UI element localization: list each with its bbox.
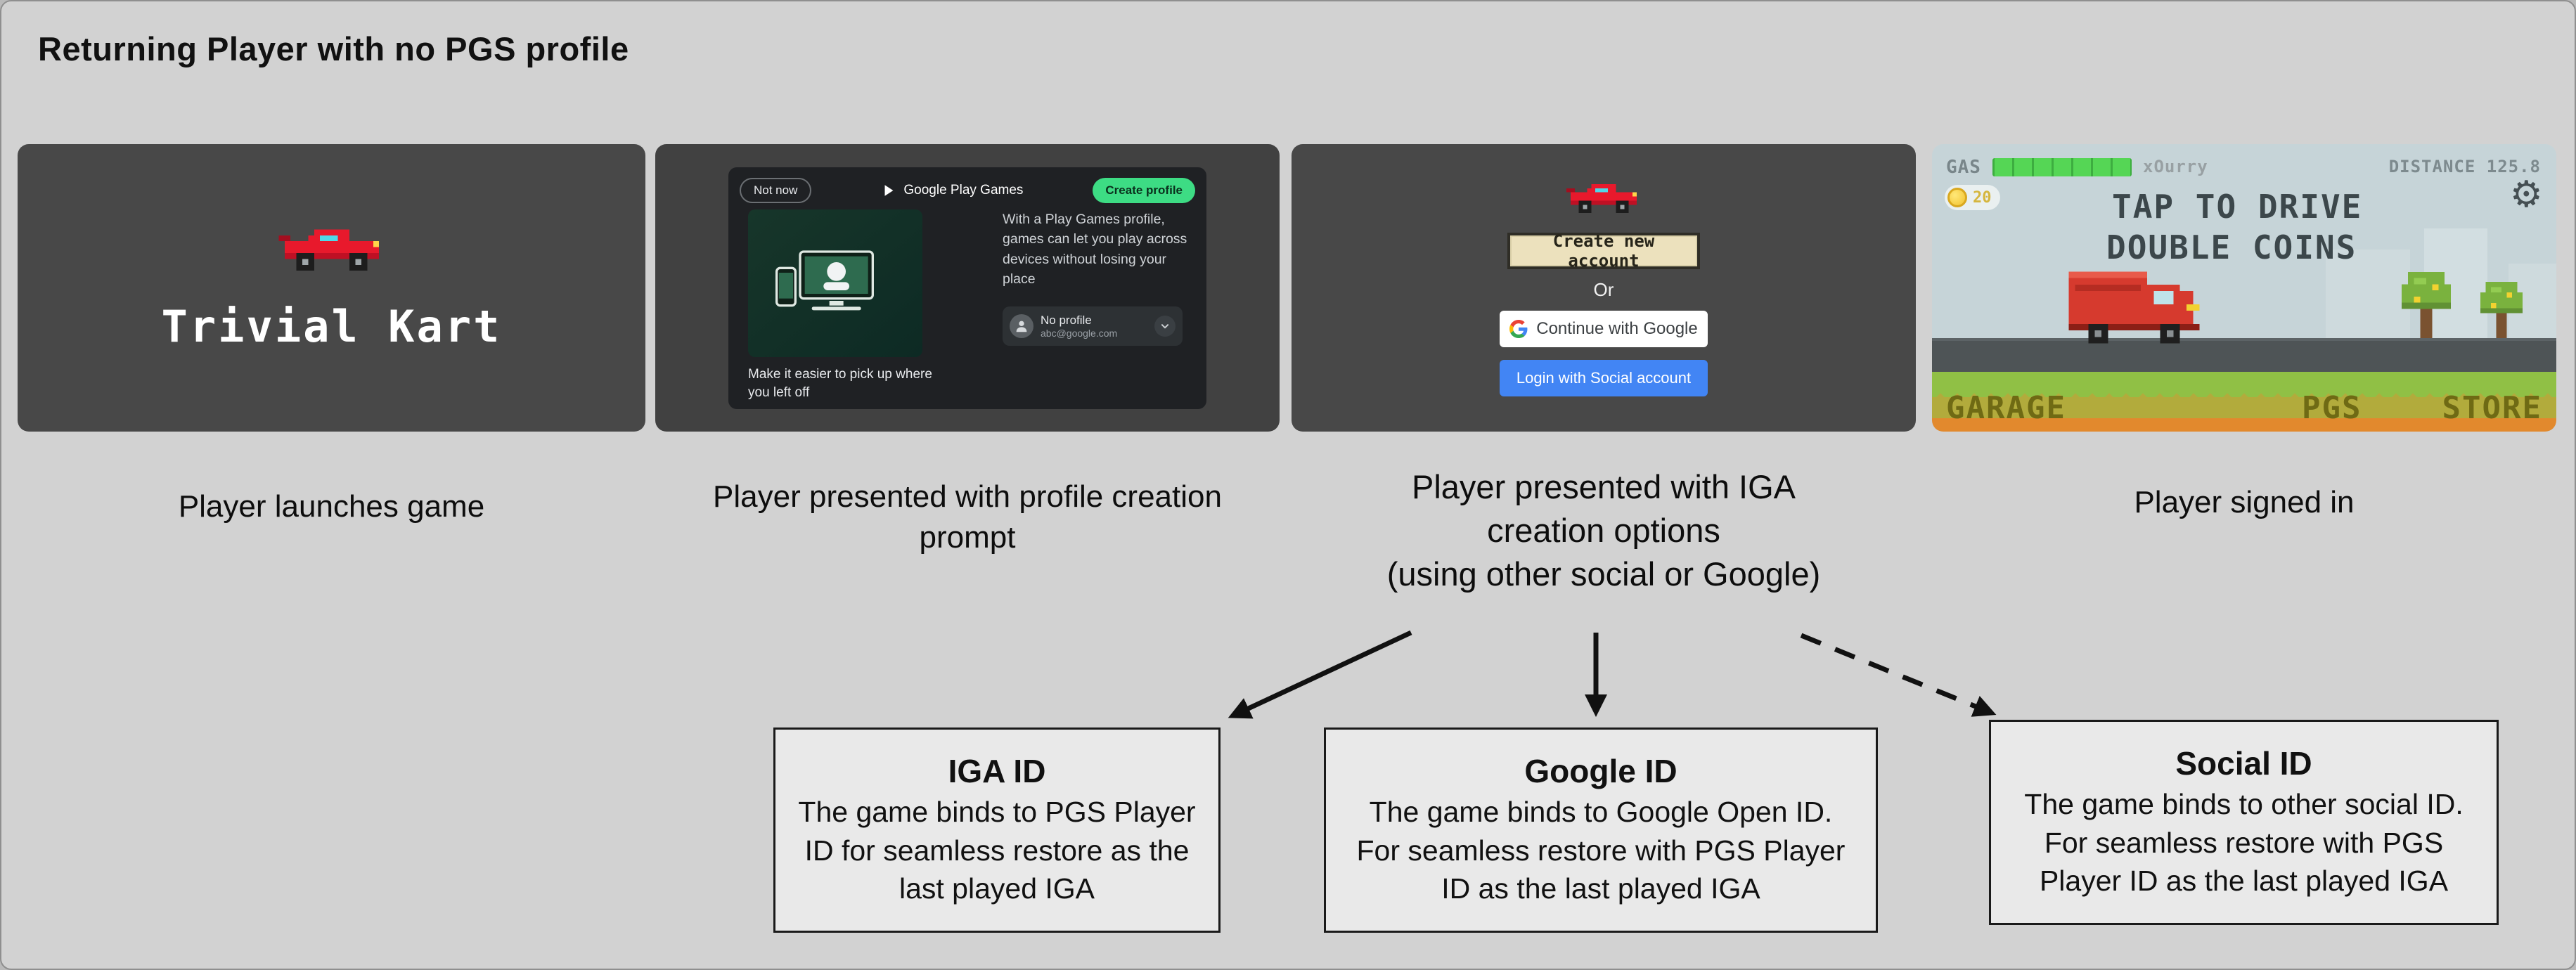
profile-prompt-header: Not now Google Play Games Create profile [740,177,1195,204]
profile-name: No profile [1041,313,1092,327]
outcome-body: The game binds to Google Open ID. For se… [1356,795,1846,905]
create-profile-button[interactable]: Create profile [1093,178,1195,203]
double-coins-text: DOUBLE COINS [2106,228,2357,266]
screenshot-iga-options: Create new account Or Continue with Goog… [1292,144,1916,432]
profile-benefit-description: With a Play Games profile, games can let… [1003,212,1187,287]
arrow-to-iga-id [1228,630,1412,719]
store-nav-button[interactable]: STORE [2442,390,2542,426]
tree-icon [2480,282,2523,340]
player-name-label: xOurry [2143,157,2208,176]
distance-label: DISTANCE 125.8 [2388,157,2541,176]
caption-player-launches-game: Player launches game [178,489,485,524]
screenshot-title-screen: Trivial Kart [18,144,645,432]
outcome-body: The game binds to other social ID. For s… [2024,787,2464,898]
outcome-body: The game binds to PGS Player ID for seam… [798,795,1196,905]
screenshot-game-signed-in: GAS xOurry DISTANCE 125.8 20 TAP TO DRIV… [1932,144,2556,432]
outcome-box-google-id: Google ID The game binds to Google Open … [1324,728,1878,933]
person-icon [1014,318,1029,334]
caption-iga-creation-options: Player presented with IGA creation optio… [1386,468,1821,593]
gas-label: GAS [1946,157,1981,178]
profile-text: No profile abc@google.com [1041,313,1147,339]
tree-icon [2402,272,2451,340]
screenshot-profile-prompt: Not now Google Play Games Create profile [655,144,1280,432]
continue-with-google-label: Continue with Google [1536,318,1698,338]
profile-prompt-phone-frame: Not now Google Play Games Create profile [728,167,1206,409]
garage-nav-button[interactable]: GARAGE [1946,390,2066,426]
grass-strip [1932,372,2556,389]
play-games-app-name: Google Play Games [903,183,1024,198]
profile-selector-dropdown[interactable]: No profile abc@google.com [1003,306,1183,346]
game-logo: Trivial Kart [161,301,502,352]
devices-illustration-icon [775,250,874,311]
fuel-gauge-bar [1992,158,2132,176]
outcome-title: Google ID [1524,752,1677,789]
outcome-box-iga-id: IGA ID The game binds to PGS Player ID f… [773,728,1221,933]
profile-avatar [1010,314,1033,338]
outcome-title: Social ID [2175,744,2312,782]
google-g-icon [1509,320,1528,338]
tap-to-drive-text: TAP TO DRIVE [2112,188,2363,226]
kart-car-icon [278,224,385,283]
coin-count: 20 [1973,188,1992,207]
player-truck-icon [2062,265,2206,350]
pickup-caption: Make it easier to pick up where you left… [748,367,932,400]
page-title: Returning Player with no PGS profile [38,30,629,67]
dirt-strip [1932,418,2556,432]
not-now-button[interactable]: Not now [740,178,812,203]
profile-expand-control[interactable] [1154,316,1176,337]
grass-zigzag-edge [1932,389,2556,397]
outcome-title: IGA ID [948,752,1046,789]
pgs-nav-button[interactable]: PGS [2302,390,2362,426]
coin-counter: 20 [1945,185,2000,210]
caption-player-signed-in: Player signed in [2134,485,2355,519]
chevron-down-icon [1159,320,1171,332]
login-with-social-button[interactable]: Login with Social account [1500,359,1708,396]
profile-email: abc@google.com [1041,328,1118,339]
or-divider-label: Or [1593,278,1614,300]
play-games-brand: Google Play Games [881,183,1023,198]
create-new-account-button[interactable]: Create new account [1507,231,1700,271]
coin-icon [1947,188,1967,207]
continue-with-google-button[interactable]: Continue with Google [1500,310,1708,347]
settings-gear-icon[interactable]: ⚙ [2510,174,2543,216]
outcome-box-social-id: Social ID The game binds to other social… [1989,720,2499,925]
play-games-logo-icon [881,183,896,198]
caption-profile-creation-prompt: Player presented with profile creation p… [713,479,1222,555]
kart-car-icon [1566,180,1641,221]
arrow-to-social-id [1800,633,1997,717]
devices-illustration [748,209,922,357]
road-strip [1932,338,2556,372]
